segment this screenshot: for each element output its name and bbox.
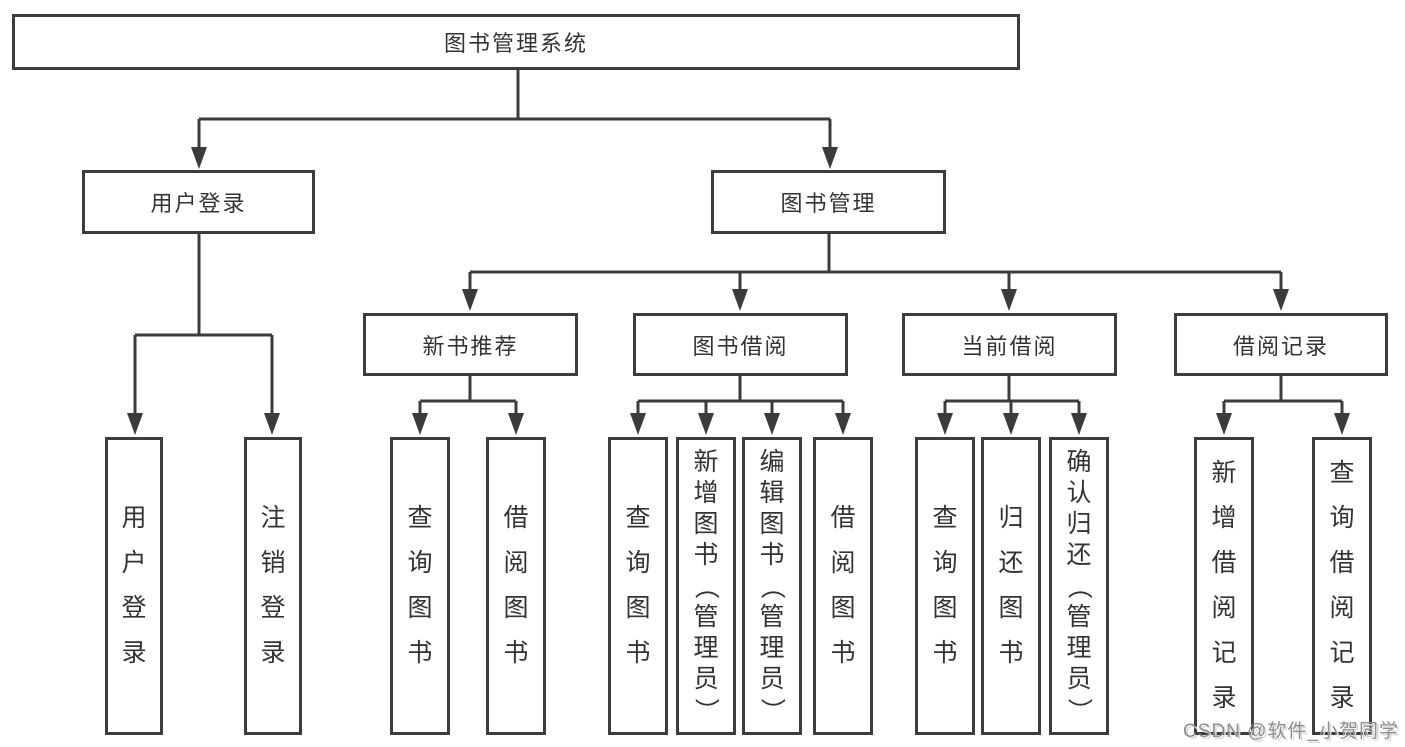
leaf-query-books-borrowing: 查询图书: [608, 437, 668, 735]
node-user-login: 用户登录: [82, 170, 315, 234]
leaf-logout: 注销登录: [244, 437, 302, 735]
leaf-edit-books-admin: 编辑图书（管理员）: [742, 437, 802, 735]
leaf-add-borrow-record: 新增借阅记录: [1194, 437, 1254, 735]
leaf-borrow-books-borrowing: 借阅图书: [813, 437, 873, 735]
node-new-book-recommendation: 新书推荐: [363, 313, 578, 376]
node-borrowing-records: 借阅记录: [1174, 313, 1388, 376]
leaf-confirm-return-admin: 确认归还（管理员）: [1049, 437, 1109, 735]
leaf-add-books-admin: 新增图书（管理员）: [676, 437, 736, 735]
leaf-query-books-recommend: 查询图书: [390, 437, 450, 735]
node-library-management-system: 图书管理系统: [12, 14, 1020, 70]
leaf-return-books: 归还图书: [981, 437, 1041, 735]
node-book-borrowing: 图书借阅: [633, 313, 848, 376]
node-book-management: 图书管理: [711, 170, 946, 234]
leaf-query-borrow-record: 查询借阅记录: [1312, 437, 1372, 735]
leaf-borrow-books-recommend: 借阅图书: [486, 437, 546, 735]
leaf-user-login: 用户登录: [105, 437, 163, 735]
leaf-query-books-current: 查询图书: [915, 437, 975, 735]
csdn-watermark: CSDN @软件_小贺同学: [1183, 721, 1399, 742]
node-current-borrowing: 当前借阅: [902, 313, 1117, 376]
